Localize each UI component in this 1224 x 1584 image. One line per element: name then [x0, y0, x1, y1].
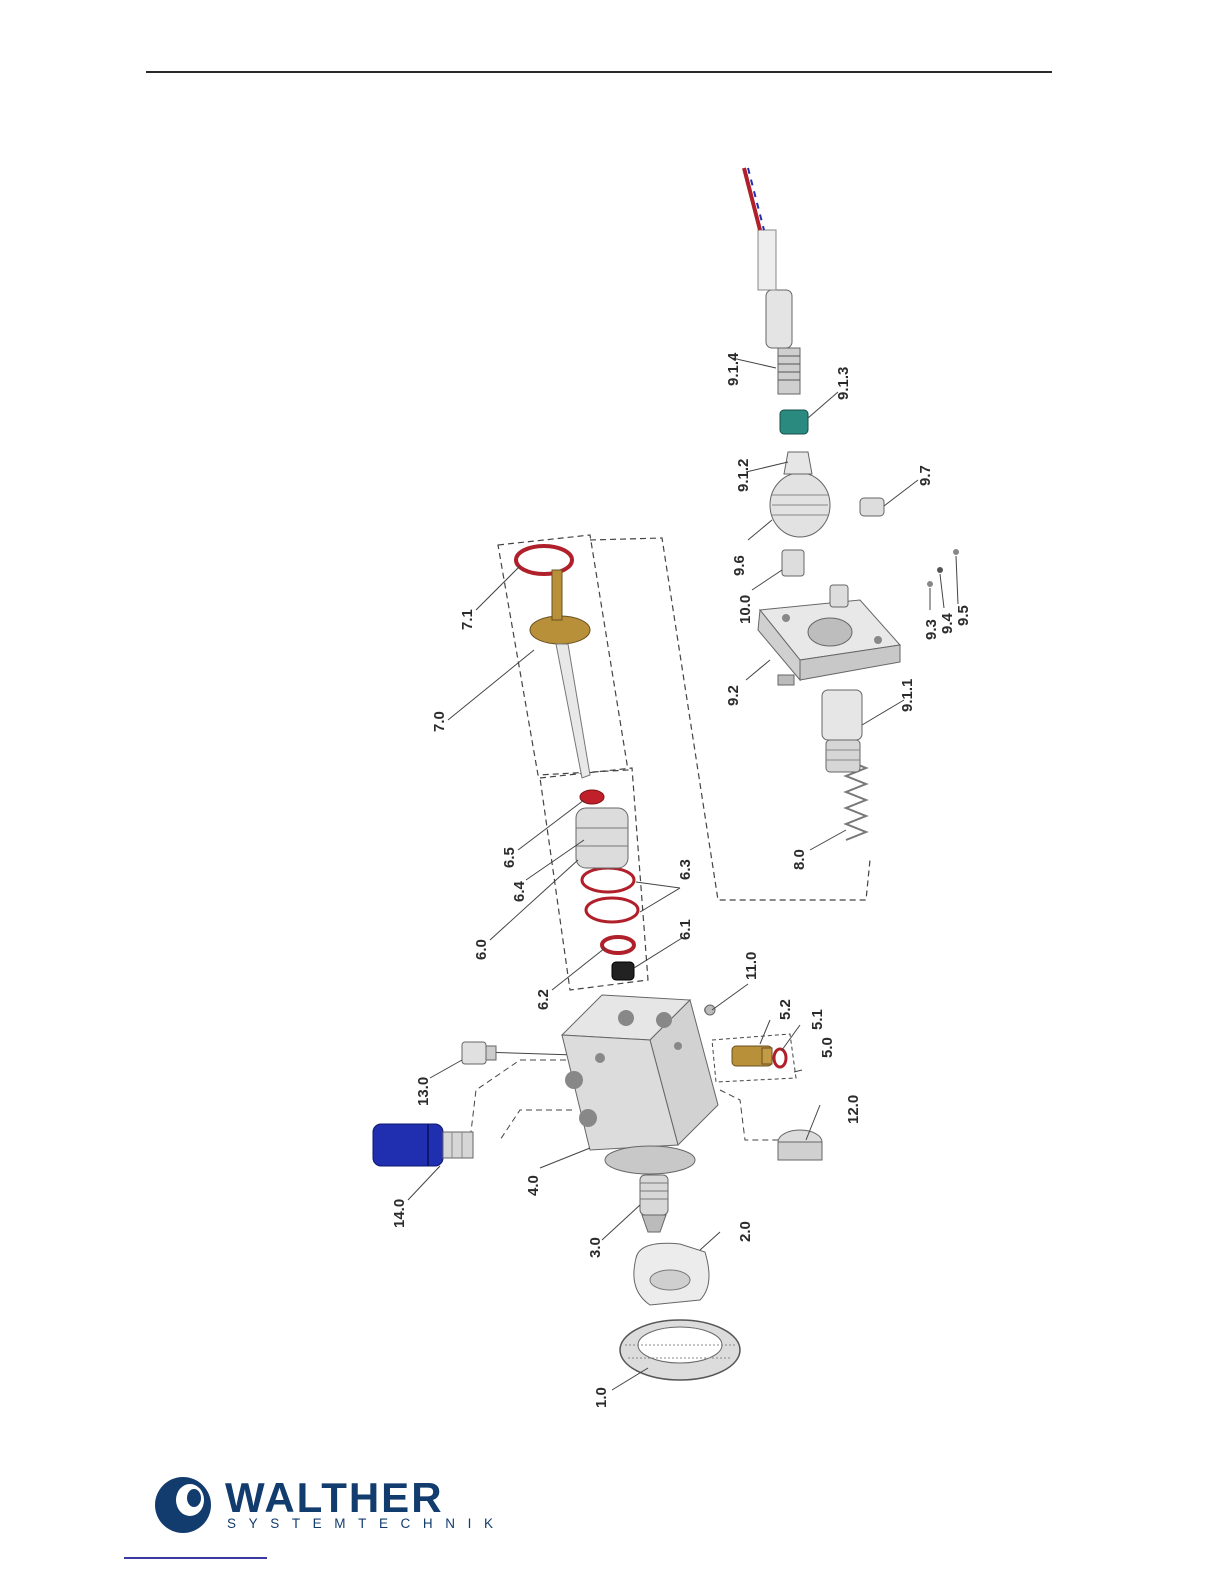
valve-5-parts — [732, 1046, 786, 1067]
plug-12-part — [778, 1130, 822, 1160]
label-9-2: 9.2 — [725, 685, 742, 706]
label-9-7: 9.7 — [917, 465, 934, 486]
label-1-0: 1.0 — [593, 1387, 610, 1408]
label-9-4: 9.4 — [939, 612, 956, 634]
screw-13-part — [462, 1042, 496, 1064]
label-7-1: 7.1 — [459, 609, 476, 630]
label-5-0: 5.0 — [819, 1037, 836, 1058]
plate-9-2-part — [758, 600, 900, 685]
retaining-ring-part — [620, 1320, 740, 1380]
label-9-6: 9.6 — [731, 555, 748, 576]
label-11-0: 11.0 — [743, 952, 760, 980]
label-7-0: 7.0 — [431, 711, 448, 732]
label-6-1: 6.1 — [677, 919, 694, 940]
label-9-5: 9.5 — [955, 605, 972, 626]
label-13-0: 13.0 — [415, 1077, 432, 1106]
air-cap-part — [634, 1243, 709, 1305]
brand-logo-mark — [155, 1477, 211, 1533]
label-9-1-1: 9.1.1 — [899, 679, 916, 712]
part-9-1-2 — [784, 452, 812, 474]
part-9-1-3 — [780, 410, 808, 434]
label-6-0: 6.0 — [473, 939, 490, 960]
piston-9-1-1-part — [822, 690, 862, 772]
blue-cap-part — [373, 1124, 473, 1166]
part-9-7 — [860, 498, 884, 516]
label-6-2: 6.2 — [535, 989, 552, 1010]
plug-11-part — [705, 1005, 715, 1015]
part-9-1-4 — [744, 168, 800, 394]
label-5-1: 5.1 — [809, 1009, 826, 1030]
label-9-1-3: 9.1.3 — [835, 367, 852, 400]
label-6-5: 6.5 — [501, 847, 518, 868]
label-6-4: 6.4 — [511, 880, 528, 902]
footer-rule — [124, 1557, 267, 1559]
label-9-1-2: 9.1.2 — [735, 459, 752, 492]
nozzle-part — [640, 1175, 668, 1232]
label-2-0: 2.0 — [737, 1221, 754, 1242]
label-10-0: 10.0 — [737, 595, 754, 624]
valve-block — [562, 995, 718, 1174]
label-5-2: 5.2 — [777, 999, 794, 1020]
screws-9-x-part — [782, 549, 959, 607]
label-4-0: 4.0 — [525, 1175, 542, 1196]
label-12-0: 12.0 — [845, 1095, 862, 1124]
label-9-1-4: 9.1.4 — [725, 352, 742, 386]
brand-name: WALTHER — [225, 1474, 444, 1522]
needle-7-part — [516, 546, 590, 778]
label-14-0: 14.0 — [391, 1199, 408, 1228]
label-6-3: 6.3 — [677, 859, 694, 880]
brand-tagline: SYSTEMTECHNIK — [227, 1516, 506, 1531]
nut-9-6-part — [770, 473, 830, 537]
label-9-3: 9.3 — [923, 619, 940, 640]
seat-6-parts — [576, 790, 638, 980]
label-8-0: 8.0 — [791, 849, 808, 870]
label-3-0: 3.0 — [587, 1237, 604, 1258]
